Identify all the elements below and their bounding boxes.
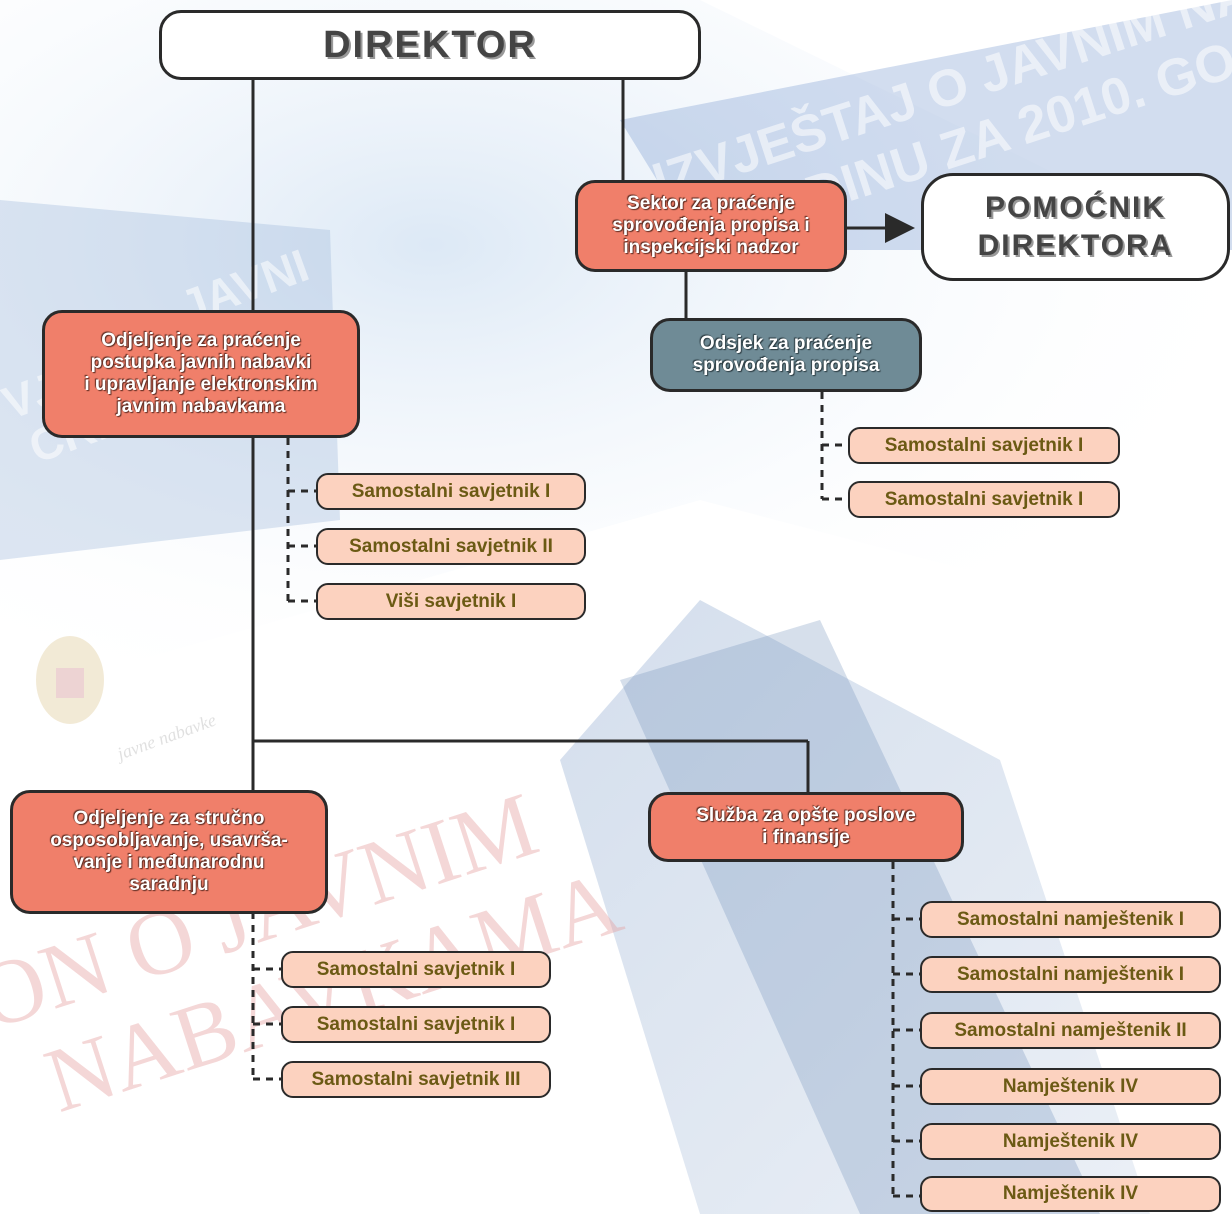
procurement-position-3: Viši savjetnik I — [316, 583, 586, 620]
service-position-3: Samostalni namještenik II — [920, 1012, 1221, 1049]
training-position-2: Samostalni savjetnik I — [281, 1006, 551, 1043]
sector-label-line-3: inspekcijski nadzor — [623, 237, 799, 258]
service-position-4: Namještenik IV — [920, 1068, 1221, 1105]
position-label: Samostalni savjetnik I — [884, 488, 1084, 510]
position-label: Samostalni savjetnik III — [311, 1068, 521, 1090]
position-label: Samostalni savjetnik I — [351, 480, 551, 502]
sector-label-line-2: sprovođenja propisa i — [612, 215, 810, 236]
department-training-line-1: Odjeljenje za stručno — [73, 808, 265, 829]
position-label: Namještenik IV — [1002, 1075, 1139, 1097]
position-label: Samostalni savjetnik I — [316, 1013, 516, 1035]
department-training-line-4: saradnju — [129, 874, 209, 895]
department-training-line-3: vanje i međunarodnu — [73, 852, 265, 873]
subunit-label-line-1: Odsjek za praćenje — [699, 333, 873, 354]
procurement-position-1: Samostalni savjetnik I — [316, 473, 586, 510]
service-position-1: Samostalni namještenik I — [920, 901, 1221, 938]
position-label: Samostalni savjetnik I — [316, 958, 516, 980]
position-label: Samostalni savjetnik I — [884, 434, 1084, 456]
department-procurement-line-1: Odjeljenje za praćenje — [101, 330, 301, 351]
subunit-position-2: Samostalni savjetnik I — [848, 481, 1120, 518]
department-training-box: Odjeljenje za stručno osposobljavanje, u… — [10, 790, 328, 914]
service-position-2: Samostalni namještenik I — [920, 956, 1221, 993]
position-label: Samostalni savjetnik II — [349, 535, 553, 557]
position-label: Viši savjetnik I — [385, 590, 517, 612]
service-general-line-1: Služba za opšte poslove — [696, 805, 916, 826]
sector-label-line-1: Sektor za praćenje — [627, 193, 795, 214]
position-label: Samostalni namještenik II — [954, 1019, 1187, 1041]
service-position-5: Namještenik IV — [920, 1123, 1221, 1160]
assistant-director-line-2: DIREKTORA — [977, 229, 1174, 262]
subunit-box: Odsjek za praćenje sprovođenja propisa — [650, 318, 922, 392]
department-procurement-line-3: i upravljanje elektronskim — [84, 374, 318, 395]
training-position-3: Samostalni savjetnik III — [281, 1061, 551, 1098]
assistant-director-line-1: POMOĆNIK — [985, 191, 1166, 224]
service-position-6: Namještenik IV — [920, 1176, 1221, 1212]
training-position-1: Samostalni savjetnik I — [281, 951, 551, 988]
department-procurement-line-4: javnim nabavkama — [116, 396, 286, 417]
director-box: DIREKTOR — [159, 10, 701, 80]
department-training-line-2: osposobljavanje, usavrša- — [50, 830, 288, 851]
subunit-label-line-2: sprovođenja propisa — [692, 355, 880, 376]
subunit-position-1: Samostalni savjetnik I — [848, 427, 1120, 464]
service-general-box: Služba za opšte poslove i finansije — [648, 792, 964, 862]
position-label: Namještenik IV — [1002, 1183, 1139, 1204]
position-label: Samostalni namještenik I — [956, 908, 1185, 930]
director-title: DIREKTOR — [323, 23, 537, 66]
sector-box: Sektor za praćenje sprovođenja propisa i… — [575, 180, 847, 272]
position-label: Namještenik IV — [1002, 1130, 1139, 1152]
department-procurement-box: Odjeljenje za praćenje postupka javnih n… — [42, 310, 360, 438]
procurement-position-2: Samostalni savjetnik II — [316, 528, 586, 565]
service-general-line-2: i finansije — [762, 827, 850, 848]
department-procurement-line-2: postupka javnih nabavki — [90, 352, 312, 373]
position-label: Samostalni namještenik I — [956, 963, 1185, 985]
assistant-director-box: POMOĆNIK DIREKTORA — [921, 173, 1230, 281]
